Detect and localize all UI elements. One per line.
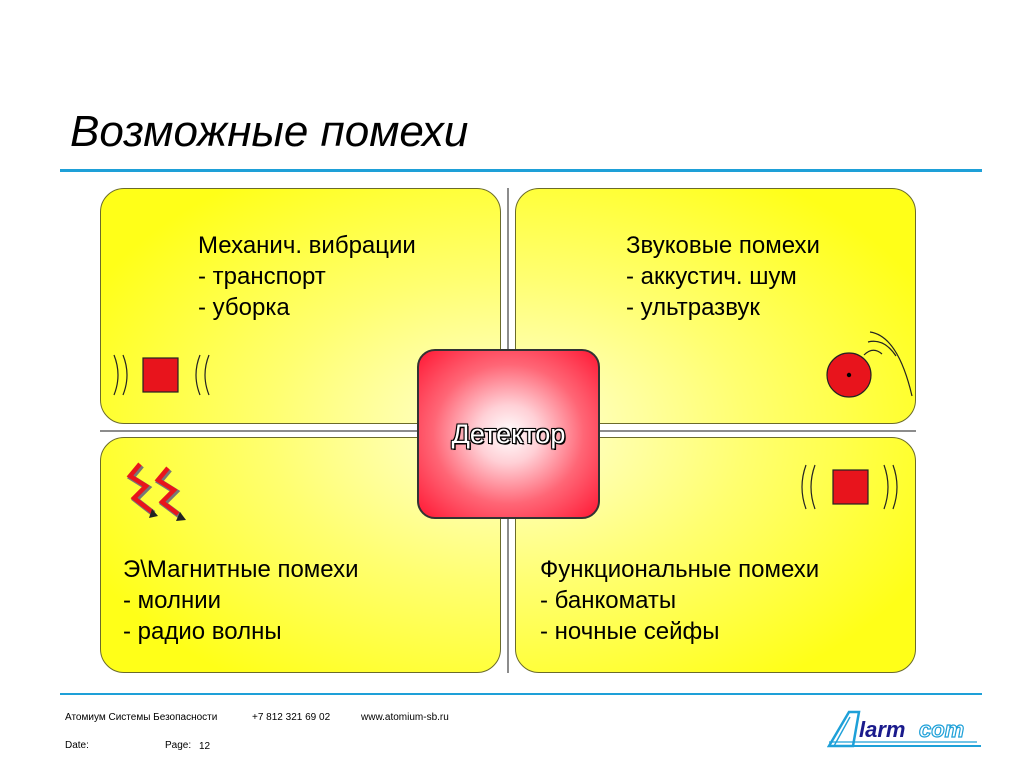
alarmcom-logo: larm com bbox=[827, 710, 981, 748]
lightning-icon bbox=[126, 462, 186, 521]
electromagnetic-item: - молнии bbox=[123, 587, 222, 614]
mechanical-item: - транспорт bbox=[198, 263, 326, 290]
footer-company: Атомиум Системы Безопасности bbox=[65, 712, 218, 723]
footer-divider bbox=[60, 693, 982, 695]
mechanical-item: - уборка bbox=[198, 294, 290, 321]
footer-page-number: 12 bbox=[199, 741, 211, 752]
detector-label: Детектор bbox=[451, 419, 566, 449]
electromagnetic-heading: Э\Магнитные помехи bbox=[123, 556, 359, 583]
logo-text-com: com bbox=[919, 717, 964, 742]
vibration-icon bbox=[113, 354, 210, 396]
functional-text: Функциональные помехи - банкоматы - ночн… bbox=[540, 554, 819, 647]
footer-website: www.atomium-sb.ru bbox=[361, 712, 449, 723]
sound-text: Звуковые помехи - аккустич. шум - ультра… bbox=[626, 230, 820, 323]
detector-box: Детектор bbox=[417, 349, 600, 519]
footer-phone: +7 812 321 69 02 bbox=[252, 712, 331, 723]
logo-text-arm: larm bbox=[859, 717, 905, 742]
functional-heading: Функциональные помехи bbox=[540, 556, 820, 583]
footer-page-label: Page: bbox=[165, 740, 192, 751]
sound-heading: Звуковые помехи bbox=[626, 232, 820, 259]
electromagnetic-item: - радио волны bbox=[123, 618, 282, 645]
functional-item: - банкоматы bbox=[540, 587, 677, 614]
title-divider bbox=[60, 169, 982, 172]
slide-title: Возможные помехи bbox=[70, 107, 469, 156]
electromagnetic-text: Э\Магнитные помехи - молнии - радио волн… bbox=[123, 554, 359, 647]
mechanical-text: Механич. вибрации - транспорт - уборка bbox=[198, 230, 416, 323]
function-icon bbox=[801, 464, 898, 510]
footer-date-label: Date: bbox=[65, 740, 89, 751]
sound-icon bbox=[826, 331, 913, 398]
mechanical-heading: Механич. вибрации bbox=[198, 232, 416, 259]
sound-item: - аккустич. шум bbox=[626, 263, 797, 290]
functional-item: - ночные сейфы bbox=[540, 618, 720, 645]
sound-item: - ультразвук bbox=[626, 294, 760, 321]
